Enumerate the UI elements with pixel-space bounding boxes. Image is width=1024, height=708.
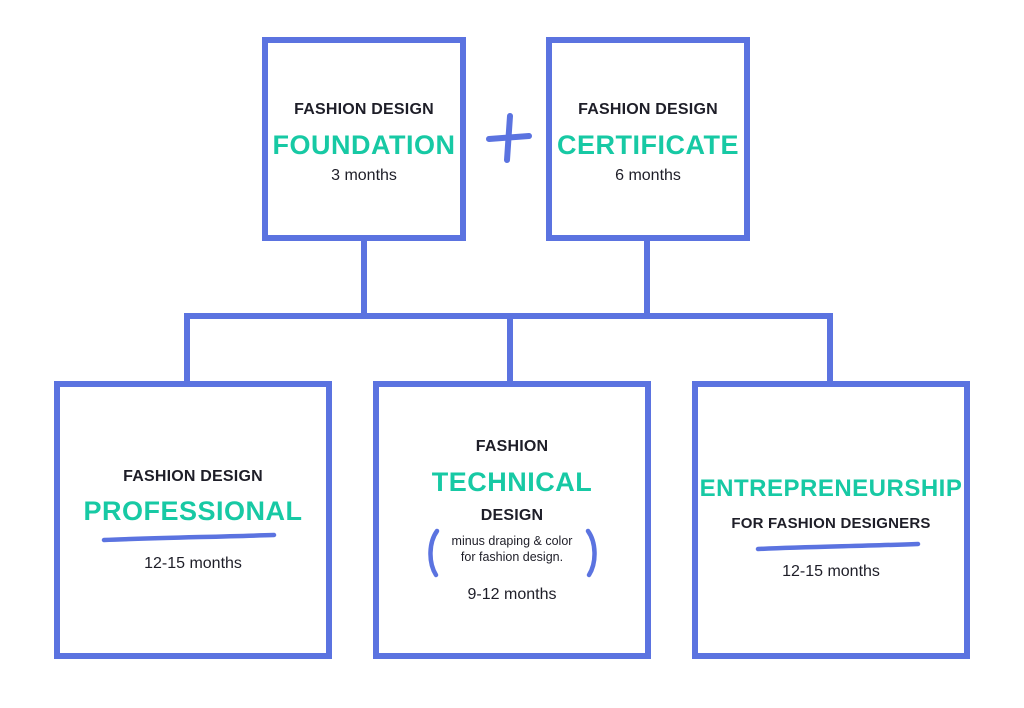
plus-icon bbox=[486, 113, 532, 163]
brush-underline-entrepreneurship bbox=[755, 541, 921, 552]
entrepreneurship-box: ENTREPRENEURSHIP FOR FASHION DESIGNERS 1… bbox=[692, 381, 970, 659]
professional-title: PROFESSIONAL bbox=[83, 496, 303, 526]
brush-underline bbox=[101, 532, 277, 543]
professional-box: FASHION DESIGN PROFESSIONAL 12-15 months bbox=[54, 381, 332, 659]
foundation-label: FASHION DESIGN bbox=[294, 101, 434, 118]
entrepreneurship-title: ENTREPRENEURSHIP bbox=[699, 475, 963, 502]
parenthesis-right-icon bbox=[585, 528, 597, 578]
parenthesis-left-icon bbox=[428, 528, 440, 578]
professional-label: FASHION DESIGN bbox=[123, 468, 263, 485]
technical-title: TECHNICAL bbox=[431, 467, 593, 497]
technical-box: FASHION TECHNICAL DESIGN minus draping &… bbox=[373, 381, 651, 659]
technical-design-label: DESIGN bbox=[480, 507, 544, 524]
certificate-box: FASHION DESIGN CERTIFICATE 6 months bbox=[546, 37, 750, 241]
certificate-label: FASHION DESIGN bbox=[578, 101, 718, 118]
technical-duration: 9-12 months bbox=[467, 586, 557, 603]
technical-note-line2: for fashion design. bbox=[460, 550, 564, 564]
certificate-title: CERTIFICATE bbox=[557, 130, 739, 160]
professional-duration: 12-15 months bbox=[144, 555, 242, 572]
foundation-duration: 3 months bbox=[331, 167, 397, 184]
technical-label: FASHION bbox=[475, 438, 549, 455]
entrepreneurship-duration: 12-15 months bbox=[782, 563, 880, 580]
technical-note-line1: minus draping & color bbox=[451, 534, 573, 548]
certificate-duration: 6 months bbox=[615, 167, 681, 184]
foundation-box: FASHION DESIGN FOUNDATION 3 months bbox=[262, 37, 466, 241]
foundation-title: FOUNDATION bbox=[272, 130, 456, 160]
entrepreneurship-subtitle: FOR FASHION DESIGNERS bbox=[731, 515, 931, 532]
